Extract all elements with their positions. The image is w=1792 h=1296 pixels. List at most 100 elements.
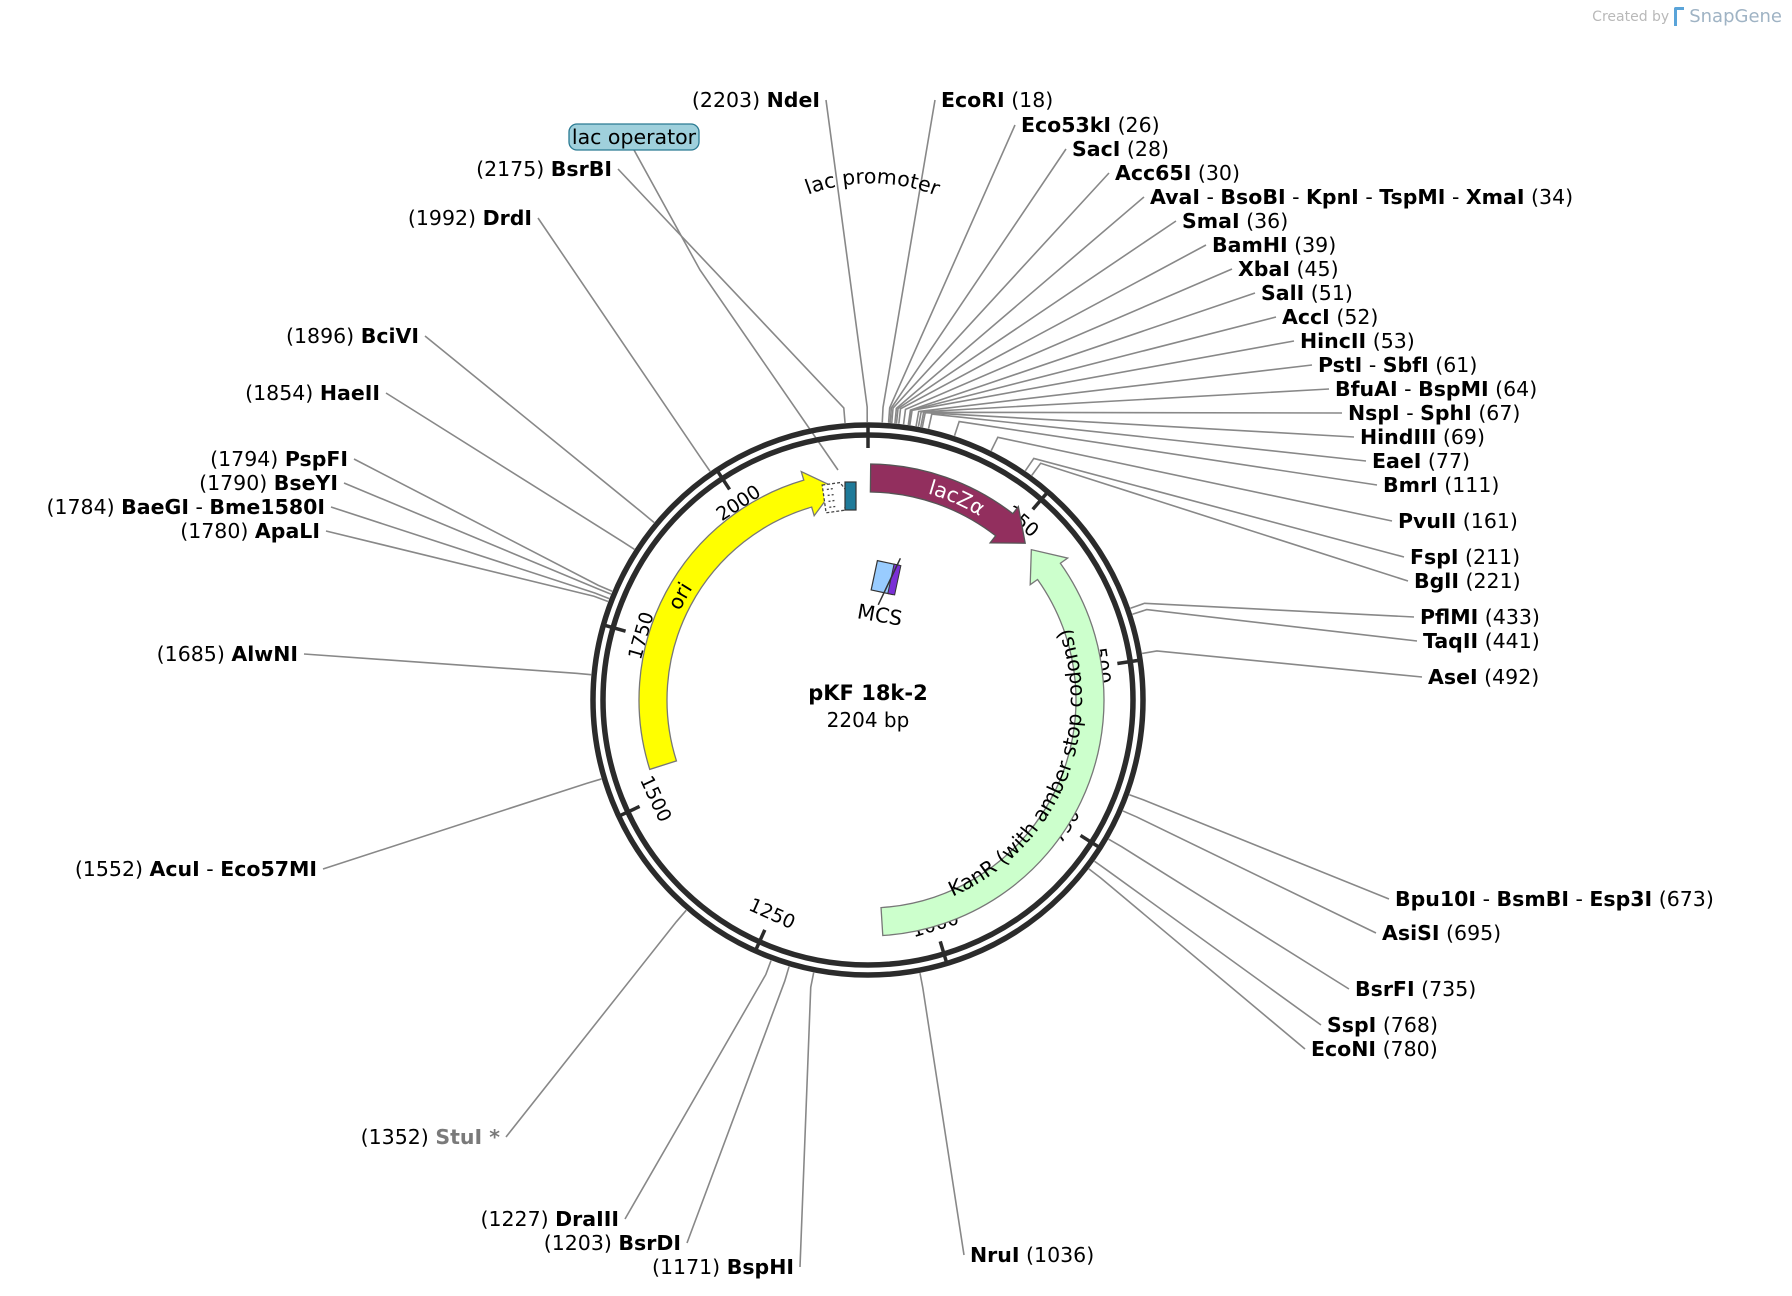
restriction-site-label[interactable]: SacI (28) <box>1072 137 1169 161</box>
lacZa-arrow[interactable] <box>869 463 1026 544</box>
site-name: BseYI <box>274 471 338 495</box>
svg-text:NruI (1036): NruI (1036) <box>970 1243 1094 1267</box>
site-leader <box>890 172 1110 424</box>
restriction-site-label[interactable]: PstI - SbfI (61) <box>1318 353 1477 377</box>
restriction-site-label[interactable]: EcoNI (780) <box>1311 1037 1438 1061</box>
site-position: (1036) <box>1026 1243 1094 1267</box>
ori-arrow[interactable] <box>638 470 837 771</box>
svg-text:PvuII (161): PvuII (161) <box>1398 509 1518 533</box>
restriction-site-label[interactable]: EcoRI (18) <box>941 88 1053 112</box>
site-position: (492) <box>1484 665 1539 689</box>
restriction-site-label[interactable]: (1896) BciVI <box>286 324 419 348</box>
restriction-site-label[interactable]: (1854) HaeII <box>245 381 380 405</box>
restriction-site-label[interactable]: SspI (768) <box>1327 1013 1438 1037</box>
site-name: BsmBI <box>1497 887 1569 911</box>
site-leader <box>919 411 1343 428</box>
site-leader <box>919 972 965 1256</box>
site-position: (45) <box>1296 257 1338 281</box>
restriction-site-label[interactable]: (1227) DraIII <box>480 1207 619 1231</box>
svg-text:AsiSI (695): AsiSI (695) <box>1382 921 1501 945</box>
svg-text:(2175) BsrBI: (2175) BsrBI <box>476 157 612 181</box>
restriction-site-label[interactable]: SmaI (36) <box>1182 209 1288 233</box>
mcs-label: MCS <box>856 599 904 630</box>
site-name: BmrI <box>1383 473 1438 497</box>
site-name: BamHI <box>1212 233 1288 257</box>
restriction-site-label[interactable]: BamHI (39) <box>1212 233 1336 257</box>
site-name: TspMI <box>1379 185 1445 209</box>
restriction-site-label[interactable]: Acc65I (30) <box>1115 161 1240 185</box>
restriction-site-label[interactable]: PflMI (433) <box>1420 605 1540 629</box>
site-leader <box>889 148 1067 423</box>
restriction-site-label[interactable]: TaqII (441) <box>1423 629 1540 653</box>
restriction-site-label[interactable]: Bpu10I - BsmBI - Esp3I (673) <box>1395 887 1714 911</box>
tick-mark <box>1079 833 1101 850</box>
restriction-site-label[interactable]: Eco53kI (26) <box>1021 113 1160 137</box>
restriction-site-label[interactable]: (1780) ApaLI <box>180 519 320 543</box>
site-leader <box>424 335 655 524</box>
site-leader <box>927 413 1367 462</box>
restriction-site-label[interactable]: FspI (211) <box>1410 545 1520 569</box>
restriction-site-label[interactable]: PvuII (161) <box>1398 509 1518 533</box>
restriction-site-label[interactable]: SalI (51) <box>1261 281 1353 305</box>
restriction-site-label[interactable]: NspI - SphI (67) <box>1348 401 1520 425</box>
restriction-site-label[interactable]: (1685) AlwNI <box>157 642 298 666</box>
site-name: Bme1580I <box>209 495 325 519</box>
mcs-icon[interactable] <box>868 554 902 608</box>
lac-operator-callout[interactable]: lac operator <box>568 123 700 151</box>
svg-text:EcoRI (18): EcoRI (18) <box>941 88 1053 112</box>
restriction-site-label[interactable]: HindIII (69) <box>1360 425 1485 449</box>
restriction-site-label[interactable]: NruI (1036) <box>970 1243 1094 1267</box>
site-name: PstI <box>1318 353 1362 377</box>
restriction-site-label[interactable]: AsiSI (695) <box>1382 921 1501 945</box>
restriction-site-label[interactable]: (1171) BspHI <box>652 1255 794 1279</box>
site-leader <box>909 340 1295 426</box>
restriction-site-label[interactable]: AccI (52) <box>1282 305 1378 329</box>
site-name: StuI * <box>435 1125 500 1149</box>
restriction-site-label[interactable]: (2203) NdeI <box>692 88 820 112</box>
site-name: PspFI <box>285 447 348 471</box>
svg-text:BmrI (111): BmrI (111) <box>1383 473 1499 497</box>
restriction-site-label[interactable]: AseI (492) <box>1428 665 1539 689</box>
restriction-site-label[interactable]: BsrFI (735) <box>1355 977 1476 1001</box>
site-position: (1784) <box>46 495 114 519</box>
restriction-site-label[interactable]: XbaI (45) <box>1238 257 1339 281</box>
svg-text:AseI (492): AseI (492) <box>1428 665 1539 689</box>
kanr-arrow[interactable] <box>880 548 1105 937</box>
site-name: BfuAI <box>1335 377 1398 401</box>
svg-text:(1780) ApaLI: (1780) ApaLI <box>180 519 320 543</box>
site-position: (211) <box>1465 545 1520 569</box>
site-position: (768) <box>1383 1013 1438 1037</box>
lac-operator-leader <box>633 149 839 471</box>
restriction-site-label[interactable]: (1794) PspFI <box>210 447 348 471</box>
restriction-site-label[interactable]: EaeI (77) <box>1372 449 1470 473</box>
restriction-site-label[interactable]: (1552) AcuI - Eco57MI <box>75 857 317 881</box>
site-leader <box>322 778 602 870</box>
restriction-site-label[interactable]: (1352) StuI * <box>361 1125 501 1149</box>
restriction-site-label[interactable]: BfuAI - BspMI (64) <box>1335 377 1537 401</box>
restriction-site-label[interactable]: BglI (221) <box>1414 569 1521 593</box>
restriction-site-label[interactable]: (1790) BseYI <box>199 471 338 495</box>
restriction-site-label[interactable]: AvaI - BsoBI - KpnI - TspMI - XmaI (34) <box>1150 185 1573 209</box>
restriction-site-label[interactable]: BmrI (111) <box>1383 473 1499 497</box>
site-name: PvuII <box>1398 509 1456 533</box>
site-name: BciVI <box>361 324 419 348</box>
restriction-site-label[interactable]: (1992) DrdI <box>408 206 532 230</box>
restriction-site-label[interactable]: HincII (53) <box>1300 329 1415 353</box>
restriction-site-label[interactable]: (1203) BsrDI <box>544 1231 681 1255</box>
site-leader <box>1130 602 1415 618</box>
site-position: (39) <box>1294 233 1336 257</box>
restriction-site-label[interactable]: (2175) BsrBI <box>476 157 612 181</box>
svg-text:TaqII (441): TaqII (441) <box>1423 629 1540 653</box>
svg-text:SspI (768): SspI (768) <box>1327 1013 1438 1037</box>
site-leader <box>902 268 1233 425</box>
site-position: (1685) <box>157 642 225 666</box>
site-name: BsrBI <box>551 157 612 181</box>
site-name: SalI <box>1261 281 1304 305</box>
lac-operator-box[interactable] <box>844 481 857 511</box>
site-position: (26) <box>1118 113 1160 137</box>
svg-text:SalI (51): SalI (51) <box>1261 281 1353 305</box>
svg-text:BamHI (39): BamHI (39) <box>1212 233 1336 257</box>
site-position: (53) <box>1373 329 1415 353</box>
site-name: DrdI <box>483 206 532 230</box>
restriction-site-label[interactable]: (1784) BaeGI - Bme1580I <box>46 495 325 519</box>
